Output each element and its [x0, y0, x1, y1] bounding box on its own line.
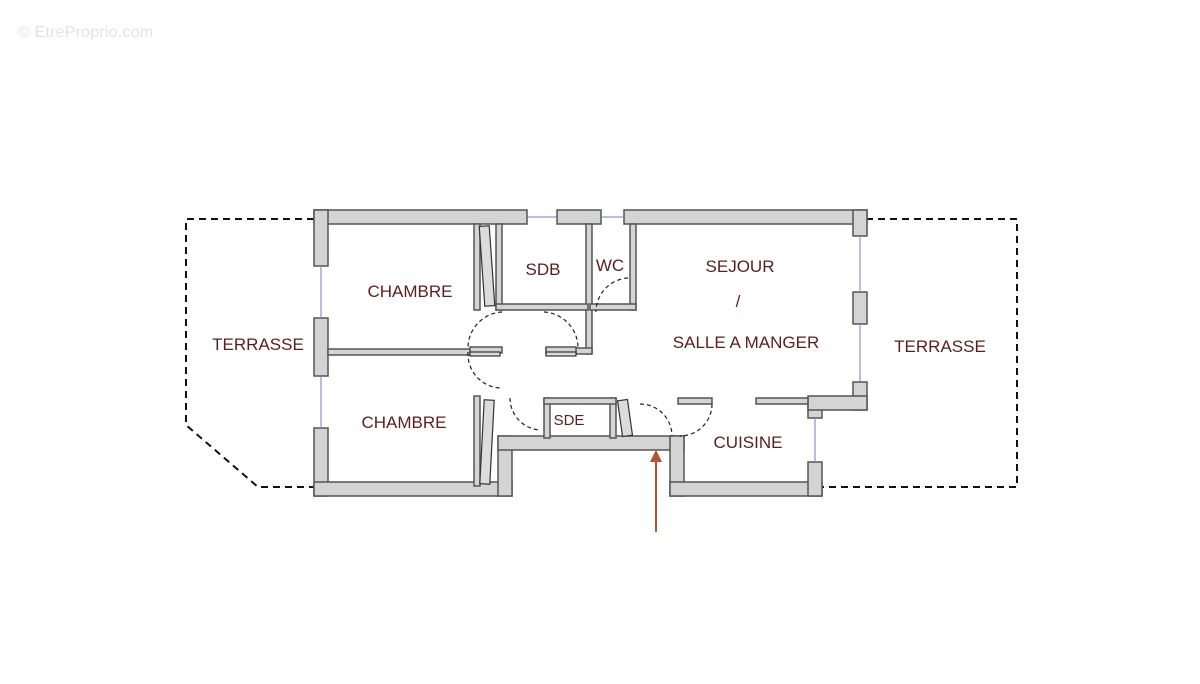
sejour-label: SEJOUR: [706, 257, 775, 276]
terrasse-left-label: TERRASSE: [212, 335, 304, 354]
entrance-arrow: [650, 450, 662, 532]
cuisine-label: CUISINE: [714, 433, 783, 452]
terrasse-right-label: TERRASSE: [894, 337, 986, 356]
terrace-right-outline: [822, 218, 1018, 488]
door-swings: [467, 277, 713, 437]
door-leaves: [469, 225, 634, 485]
chambre-bottom-label: CHAMBRE: [361, 413, 446, 432]
sdb-label: SDB: [526, 260, 561, 279]
windows: [320, 216, 861, 462]
chambre-top-label: CHAMBRE: [367, 282, 452, 301]
terrace-left-outline: [185, 218, 314, 488]
wc-label: WC: [596, 256, 624, 275]
sde-label: SDE: [554, 412, 585, 429]
watermark: © EtreProprio.com: [18, 24, 154, 41]
interior-walls: [327, 223, 809, 487]
salle-a-manger-label: SALLE A MANGER: [673, 333, 819, 352]
sejour-separator-label: /: [736, 292, 741, 311]
